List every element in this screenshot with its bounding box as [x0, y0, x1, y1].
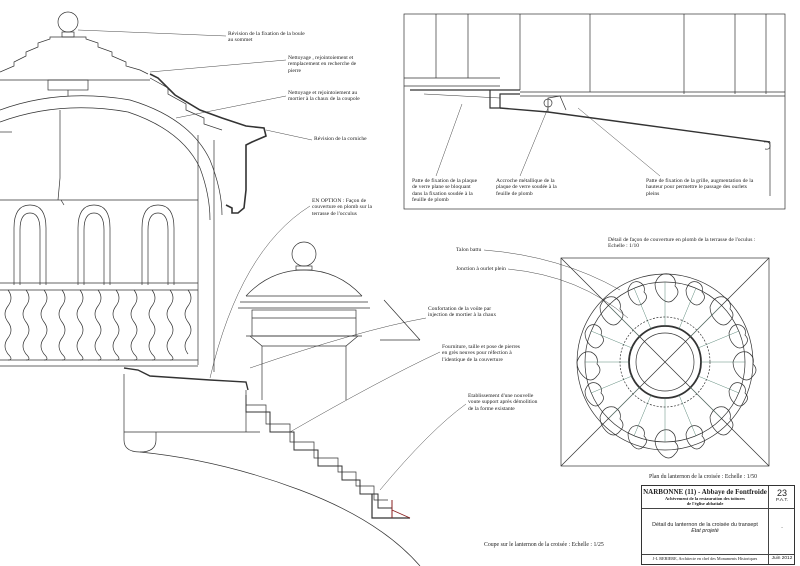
balustrade — [0, 282, 198, 367]
caption-coupe: Coupe sur le lanternon de la croisée : E… — [484, 542, 604, 548]
sheet-number: 23 — [776, 488, 787, 498]
annotation-patte-verre: Patte de fixation de la plaque de verre … — [412, 178, 478, 204]
caption-plan: Plan du lanternon de la croisée : Echell… — [649, 474, 758, 480]
annotation-corniche: Révision de la corniche — [314, 136, 367, 142]
revision-mark: - — [781, 526, 783, 531]
arcade — [0, 199, 198, 285]
annotation-boule: Révision de la fixation de la boule au s… — [228, 31, 305, 44]
finial-ball — [57, 11, 79, 33]
title-block: NARBONNE (11) - Abbaye de Fontfroide Ach… — [641, 485, 795, 565]
phase-code: P.A.T. — [775, 498, 789, 503]
annotation-nettoyage-coupole: Nettoyage et rejointoiement au mortier à… — [288, 90, 360, 103]
annotation-fourniture: Fourniture, taille et pose de pierres en… — [442, 344, 520, 363]
drawing-state: Etat projeté — [691, 528, 719, 535]
architect-credit: J-L REBIERE, Architecte en chef des Monu… — [652, 556, 758, 561]
annotation-patte-grille: Patte de fixation de la grille, augmenta… — [646, 178, 754, 197]
detail-frame — [403, 13, 786, 210]
annotation-accroche: Accroche métallique de la plaque de verr… — [496, 178, 557, 197]
annotation-jonction: Jonction à ourlet plein — [456, 266, 506, 272]
small-lantern — [238, 241, 421, 400]
annotation-option-plomb: EN OPTION : Façon de couverture en plomb… — [312, 198, 372, 217]
annotation-confortation: Confortation de la voûte par injection d… — [428, 306, 497, 319]
project-subtitle-2: de l'église abbatiale — [686, 501, 724, 506]
drawing-title: Détail du lanternon de la croisée du tra… — [652, 522, 758, 528]
project-title: NARBONNE (11) - Abbaye de Fontfroide — [643, 488, 767, 496]
annotation-talon: Talon battu — [456, 247, 482, 253]
annotation-detail-title: Détail de façon de couverture en plomb d… — [608, 237, 756, 250]
annotation-nettoyage-pierre: Nettoyage , rejointoiement et remplaceme… — [288, 55, 357, 74]
sheet-date: Juin 2012 — [771, 556, 793, 561]
leader-lines — [77, 29, 661, 491]
project-subtitle-1: Achèvement de la restauration des toitur… — [665, 496, 745, 501]
oculus-plan — [560, 257, 770, 467]
annotation-voute-support: Etablissement d'une nouvelle voute suppo… — [468, 393, 538, 412]
cusped-lobes — [576, 273, 757, 459]
